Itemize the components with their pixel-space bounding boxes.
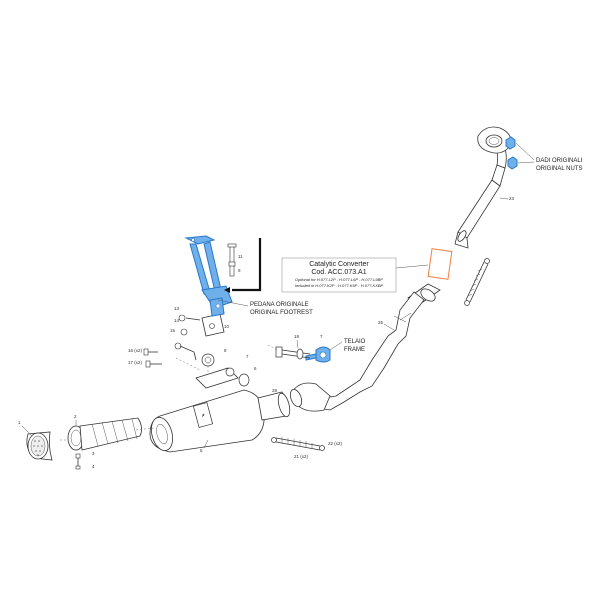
original-nuts xyxy=(505,136,518,170)
catalytic-optional: Optional for H.077.L2P - H.077.L6P - H.0… xyxy=(295,277,383,282)
footrest-leader xyxy=(217,299,249,307)
part-number-17: 17 (x2) xyxy=(128,360,143,365)
part-number-16: 16 (x2) xyxy=(128,348,143,353)
part-number-7: 7 xyxy=(246,354,249,359)
leader-18 xyxy=(296,339,299,349)
silencer: ⌁ xyxy=(149,389,291,453)
dash-silencer xyxy=(135,427,155,431)
part-number-3: 3 xyxy=(92,451,95,456)
catalytic-converter xyxy=(427,248,453,280)
part-number-11: 11 xyxy=(238,254,243,259)
leader-23 xyxy=(499,197,509,200)
part-number-9: 9 xyxy=(238,268,241,273)
leader-5 xyxy=(203,439,209,449)
original-nuts-leader xyxy=(515,142,535,164)
part-number-18: 18 xyxy=(294,334,300,339)
part-number-10: 10 xyxy=(224,324,230,329)
original-footrest xyxy=(184,235,233,317)
silencer-bracket xyxy=(195,353,250,389)
part-number-21: 21 (x2) xyxy=(294,454,309,459)
part-number-4: 4 xyxy=(92,464,95,469)
leader-1 xyxy=(21,425,33,437)
frame-label-2: FRAME xyxy=(344,347,365,353)
frame-leader xyxy=(329,341,343,351)
part-number-15: 15 xyxy=(170,328,176,333)
original-nuts-label-1: DADI ORIGINALI xyxy=(536,158,583,164)
part-number-23: 23 xyxy=(509,196,515,201)
end-cap xyxy=(26,431,53,461)
frame-label-1: TELAIO xyxy=(344,339,366,345)
part-number-6: 6 xyxy=(254,366,257,371)
footrest-bracket xyxy=(174,313,225,361)
part-number-25: 25 xyxy=(378,320,384,325)
footrest-frame-line xyxy=(232,238,262,292)
catalytic-leader xyxy=(395,264,429,269)
footrest-label-2: ORIGINAL FOOTREST xyxy=(250,310,313,316)
dash-bracket xyxy=(175,357,201,371)
svg-text:⌁: ⌁ xyxy=(201,412,208,418)
part-number-7b: 7 xyxy=(320,334,323,339)
spring-bracket xyxy=(464,258,490,306)
part-number-2: 2 xyxy=(74,414,77,419)
catalytic-included: Included in H.077.K2P - H.077.K6P - H.07… xyxy=(295,283,384,288)
bolts-16-17 xyxy=(143,348,162,368)
part-number-22: 22 (x2) xyxy=(328,441,343,446)
catalytic-title: Catalytic Converter xyxy=(309,261,369,268)
catalytic-code: Cod. ACC.073.A1 xyxy=(311,269,366,276)
header-flange xyxy=(477,126,512,154)
part-number-14: 14 xyxy=(174,318,180,323)
link-pipe xyxy=(289,283,441,412)
leader-25 xyxy=(383,323,395,331)
part-number-13: 13 xyxy=(174,306,180,311)
tail-sleeve xyxy=(67,417,142,451)
original-nuts-label-2: ORIGINAL NUTS xyxy=(536,166,582,172)
frame-clamp xyxy=(305,346,331,363)
dash-18 xyxy=(267,344,279,351)
part-number-1: 1 xyxy=(18,420,21,425)
footrest-rod xyxy=(227,243,237,277)
footrest-label-1: PEDANA ORIGINALE xyxy=(250,302,309,308)
catalytic-callout-box xyxy=(281,257,397,293)
part-number-28: 28 xyxy=(272,388,278,393)
small-bolt xyxy=(75,453,81,470)
part-number-5: 5 xyxy=(200,448,203,453)
bolt-18 xyxy=(275,346,311,360)
footrest-arrow xyxy=(224,287,230,293)
part-number-8: 8 xyxy=(224,348,227,353)
spring-bottom xyxy=(271,437,325,451)
